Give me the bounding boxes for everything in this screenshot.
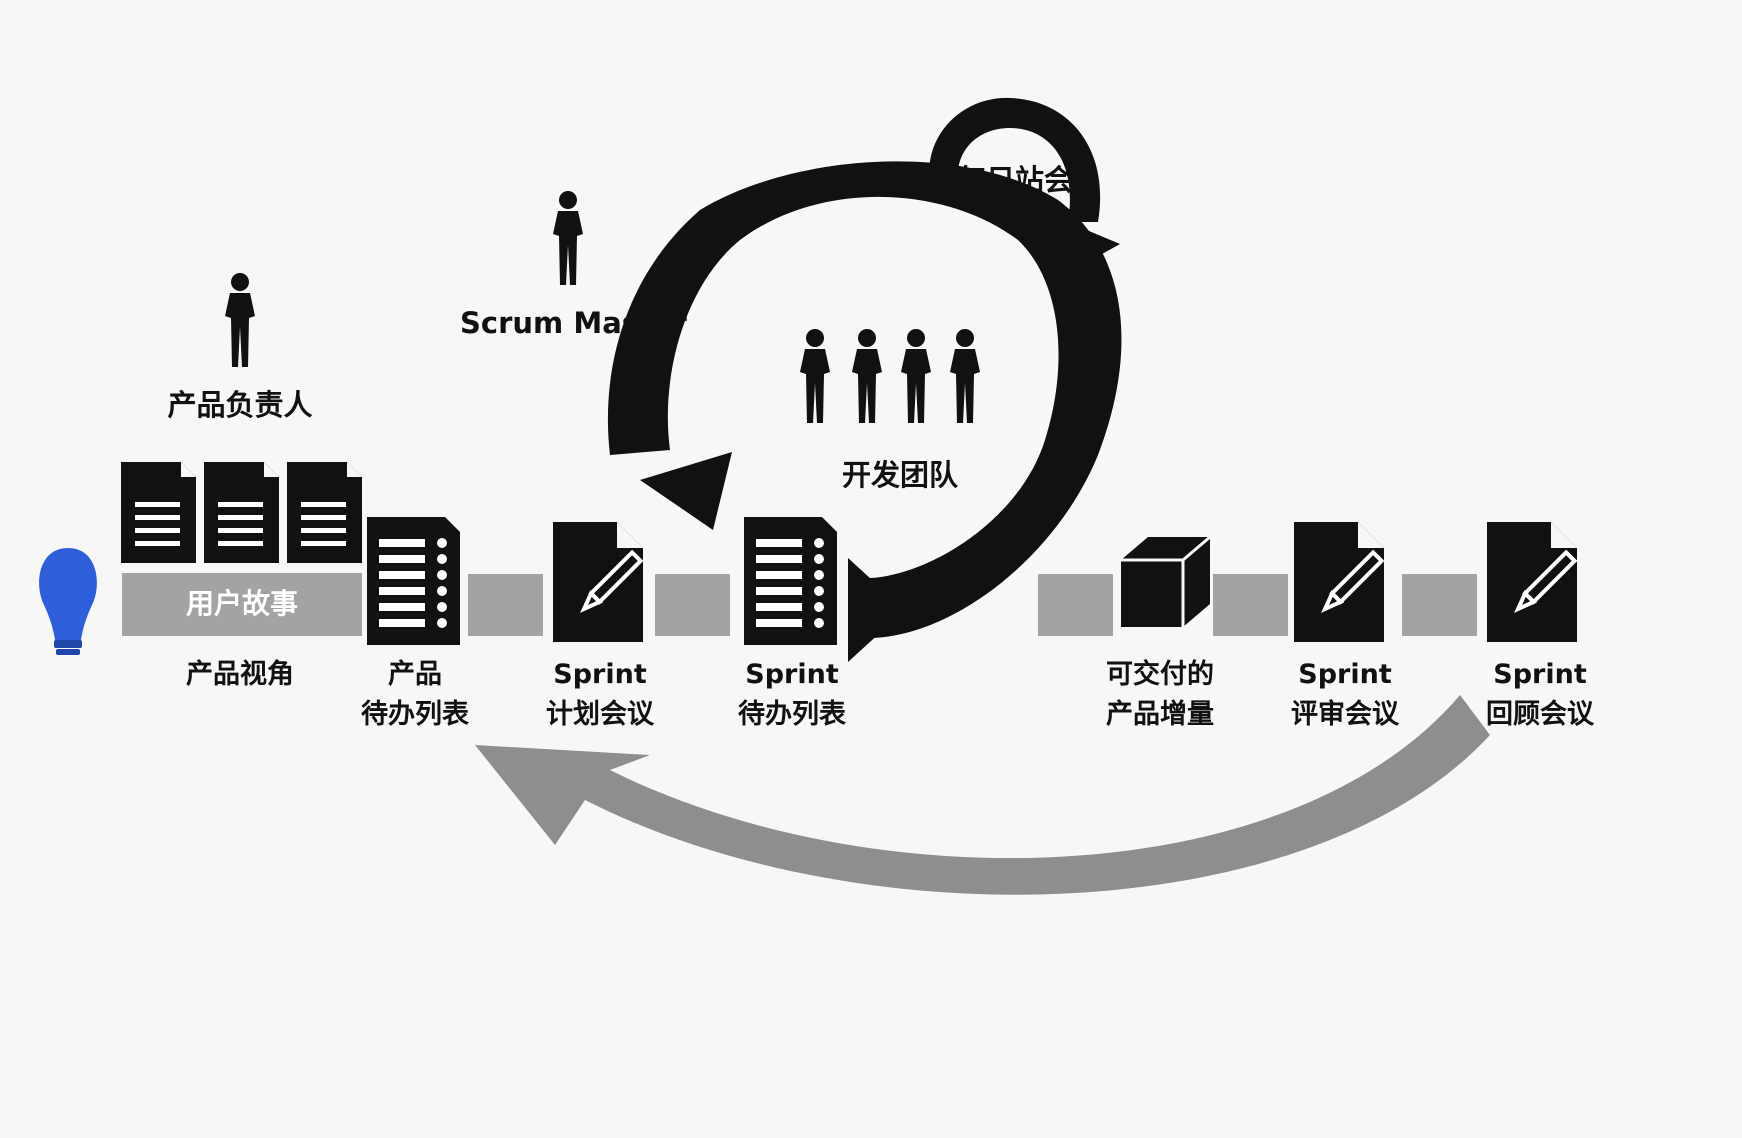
flow-label-sprint-retrospective: Sprint 回顾会议: [1465, 655, 1615, 735]
flow-label-line: 计划会议: [546, 699, 654, 730]
sprint-cycle-head-right: [848, 558, 905, 662]
daily-standup-label: 每日站会: [956, 163, 1073, 197]
flow-label-line: 待办列表: [738, 699, 846, 730]
user-stories-label: 用户故事: [185, 587, 298, 620]
sprint-retrospective-document-icon: [1487, 522, 1578, 642]
flow-label-product-increment: 可交付的 产品增量: [1085, 655, 1235, 735]
sprint-planning-document-icon: [553, 522, 644, 642]
user-stories-bar: [122, 573, 362, 636]
flow-label-line: Sprint: [1493, 659, 1587, 690]
flow-label-line: Sprint: [1298, 659, 1392, 690]
flow-label-sprint-review: Sprint 评审会议: [1270, 655, 1420, 735]
product-owner-figure: [225, 273, 255, 367]
flow-label-line: 待办列表: [361, 699, 469, 730]
daily-standup-loop-arrow: [929, 97, 1101, 222]
dev-team-label: 开发团队: [841, 458, 958, 492]
flow-label-line: 回顾会议: [1486, 699, 1594, 730]
flow-label-line: 产品: [388, 659, 442, 690]
flow-label-line: 产品视角: [186, 659, 294, 690]
scrum-master-label: Scrum Master: [460, 306, 687, 340]
scrum-master-figure: [553, 191, 583, 285]
product-increment-cube-icon: [1121, 535, 1211, 627]
sprint-review-document-icon: [1294, 522, 1385, 642]
sprint-backlog-icon: [744, 517, 837, 645]
flow-label-product-vision: 产品视角: [165, 655, 315, 695]
sprint-cycle-head-left: [640, 452, 732, 530]
flow-label-sprint-planning: Sprint 计划会议: [525, 655, 675, 735]
flow-label-line: Sprint: [553, 659, 647, 690]
dev-team-figures: [800, 329, 980, 423]
flow-label-sprint-backlog: Sprint 待办列表: [717, 655, 867, 735]
flow-label-product-backlog: 产品 待办列表: [340, 655, 490, 735]
flow-label-line: 评审会议: [1291, 699, 1399, 730]
user-story-documents: [121, 462, 362, 563]
idea-lightbulb-icon: [39, 548, 97, 655]
product-backlog-icon: [367, 517, 460, 645]
flow-label-line: 可交付的: [1106, 659, 1214, 690]
feedback-arrow: [475, 695, 1490, 895]
flow-connectors: [468, 574, 1477, 636]
flow-label-line: 产品增量: [1106, 699, 1214, 730]
product-owner-label: 产品负责人: [167, 388, 313, 422]
flow-label-line: Sprint: [745, 659, 839, 690]
